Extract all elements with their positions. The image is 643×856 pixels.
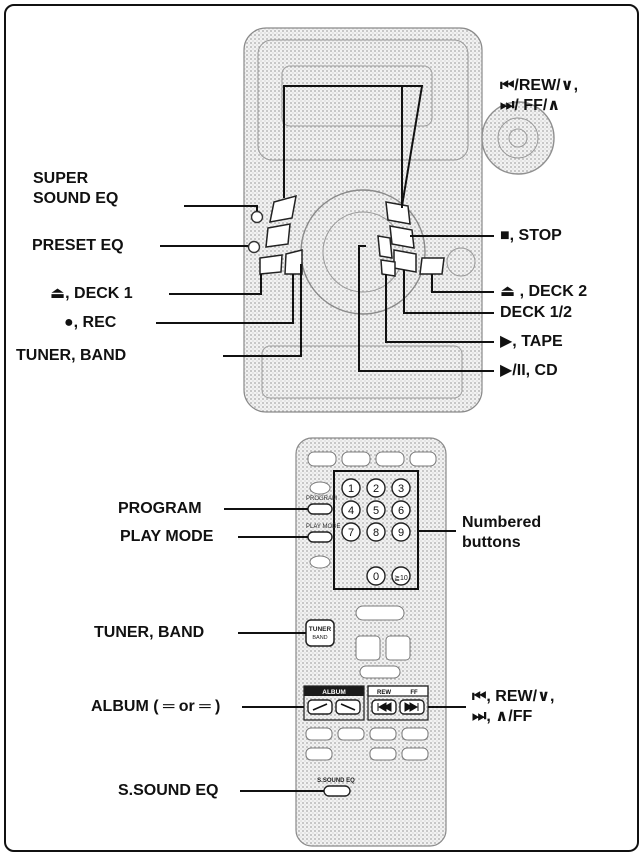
keypad-button-label: 8: [373, 527, 379, 539]
keypad-button-label: 7: [348, 527, 354, 539]
keypad-button-label: ≧10: [394, 575, 408, 582]
rew-small-text: REW: [377, 690, 391, 696]
cd-play-button: [377, 235, 393, 259]
keypad: 1 2 3 4 5 6 7 8 9 0 ≧10: [341, 478, 411, 586]
label-album: ALBUM ( ═ or ═ ): [91, 698, 221, 715]
button-left-1: [269, 194, 297, 223]
remote-drawing: 1 2 3 4 5 6 7 8 9 0 ≧10 PROGRAM PLAY MODE TUNER BA…: [224, 437, 466, 847]
keypad-button-label: 0: [373, 571, 379, 583]
ff-small-text: FF: [410, 690, 418, 696]
keypad-button: [366, 500, 386, 520]
keypad-button: [391, 478, 411, 498]
label-tuner-band-remote: TUNER, BAND: [94, 624, 205, 641]
tuner-band-button: [305, 619, 335, 647]
label-preset-eq: PRESET EQ: [32, 237, 124, 254]
keypad-button: [341, 522, 361, 542]
keypad-button-label: 9: [398, 527, 404, 539]
label-super-sound-eq: SUPER SOUND EQ: [33, 170, 119, 207]
keypad-button: [341, 478, 361, 498]
deck2-eject-button: [419, 257, 445, 275]
label-tape-play: ▶, TAPE: [500, 333, 563, 350]
keypad-button: [366, 566, 386, 586]
label-rec: ●, REC: [64, 314, 117, 331]
s-sound-eq-small-text: S.SOUND EQ: [317, 778, 355, 784]
band-small-text: BAND: [312, 635, 327, 641]
preset-eq-button: [247, 240, 261, 254]
button-right-1: [385, 201, 411, 225]
label-deck-1-2: DECK 1/2: [500, 304, 573, 321]
keypad-button-label: 3: [398, 483, 404, 495]
keypad-button: [341, 500, 361, 520]
keypad-button-label: 1: [348, 483, 354, 495]
label-s-sound-eq: S.SOUND EQ: [118, 782, 219, 799]
tape-play-button: [380, 259, 396, 277]
keypad-button: [366, 522, 386, 542]
deck1-eject-button: [259, 254, 283, 275]
s-sound-eq-button: [323, 785, 351, 797]
label-skip-rew-ff-remote: ⏮, REW/∨, ⏭, ∧/FF: [472, 688, 555, 725]
program-button: [307, 503, 333, 515]
label-program: PROGRAM: [118, 500, 202, 517]
diagram-frame: 1 2 3 4 5 6 7 8 9 0 ≧10 PROGRAM PLAY MODE TUNER BA…: [4, 4, 639, 852]
play-mode-button: [307, 531, 333, 543]
button-left-2: [265, 223, 291, 248]
program-small-text: PROGRAM: [306, 496, 337, 502]
label-numbered-buttons: Numbered buttons: [462, 514, 542, 551]
label-play-mode: PLAY MODE: [120, 528, 214, 545]
label-stop: ■, STOP: [500, 227, 562, 244]
keypad-button-label: 6: [398, 505, 404, 517]
album-header-bar: [304, 686, 364, 696]
tuner-small-text: TUNER: [309, 626, 332, 633]
label-skip-rew-ff-unit: ⏮/REW/∨, ⏭/ FF/∧: [500, 77, 579, 114]
label-deck1-eject: ⏏, DECK 1: [50, 285, 133, 302]
stop-button: [389, 225, 415, 249]
keypad-button: [391, 500, 411, 520]
super-sound-eq-button: [250, 210, 264, 224]
label-cd-play-pause: ▶/II, CD: [500, 362, 558, 379]
keypad-button: [391, 566, 411, 586]
label-tuner-band-unit: TUNER, BAND: [16, 347, 127, 364]
rec-button: [284, 249, 303, 275]
keypad-button: [391, 522, 411, 542]
keypad-button-label: 5: [373, 505, 379, 517]
main-unit-drawing: [156, 27, 555, 413]
album-small-text: ALBUM: [322, 689, 345, 696]
deck12-button: [393, 249, 417, 273]
keypad-button-label: 4: [348, 505, 354, 517]
volume-dial: [481, 101, 555, 175]
keypad-button: [366, 478, 386, 498]
label-deck2-eject: ⏏ , DECK 2: [500, 283, 588, 300]
diagram-drawing: 1 2 3 4 5 6 7 8 9 0 ≧10 PROGRAM PLAY MODE TUNER BA…: [156, 27, 555, 847]
play-mode-small-text: PLAY MODE: [306, 524, 340, 530]
keypad-button-label: 2: [373, 483, 379, 495]
